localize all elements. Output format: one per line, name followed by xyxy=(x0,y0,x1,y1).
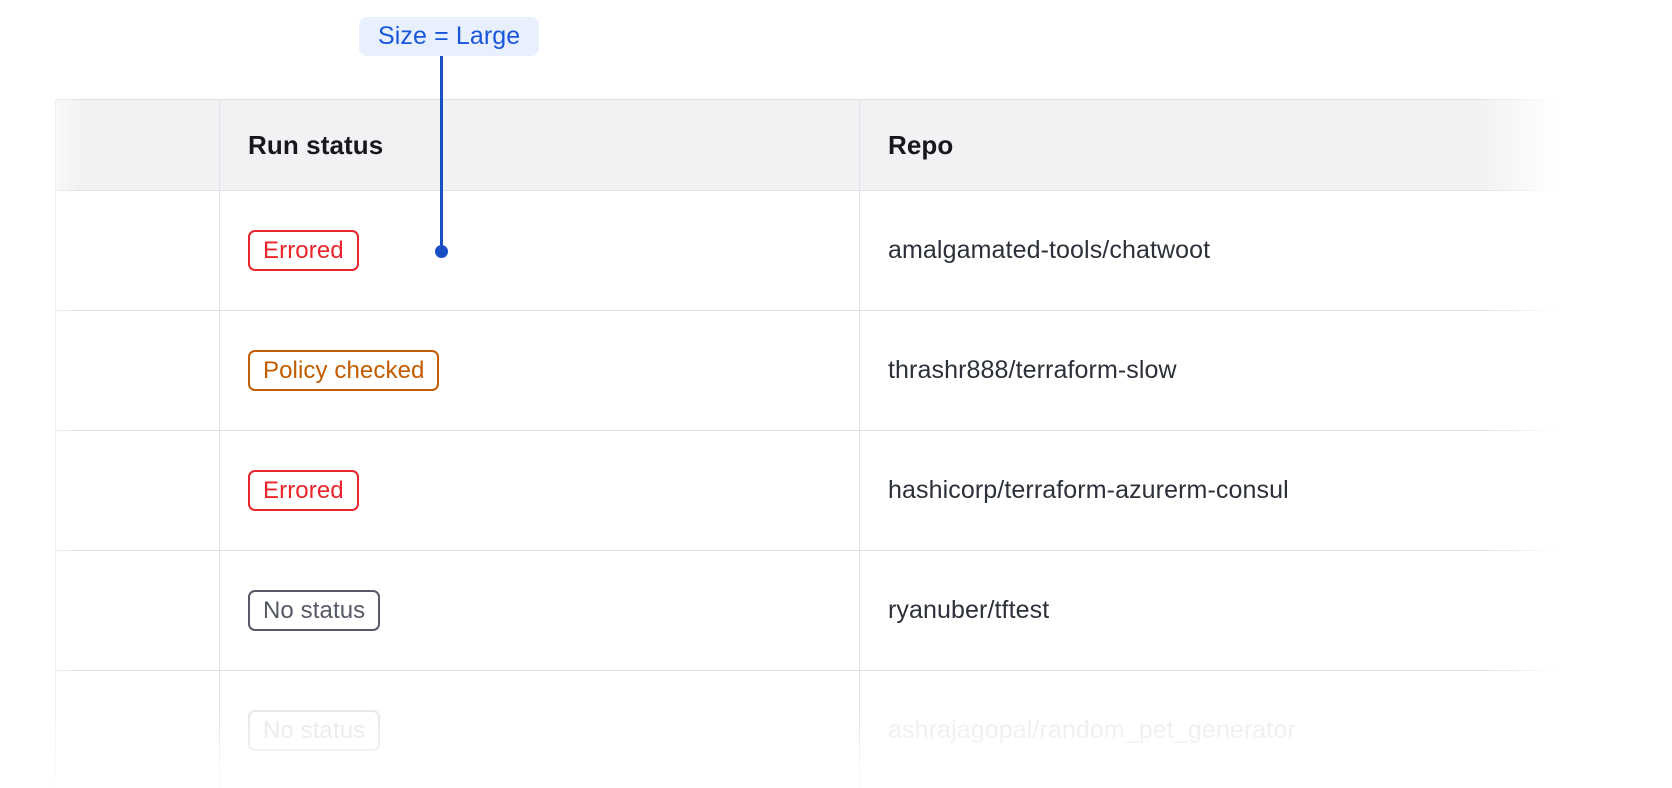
row-cell-run-status: No status xyxy=(219,550,860,671)
table-header-row: Run status Repo xyxy=(55,99,1672,191)
status-badge[interactable]: Errored xyxy=(248,230,359,271)
table-header: Run status Repo xyxy=(55,99,1672,191)
table-row[interactable]: Errored amalgamated-tools/chatwoot xyxy=(55,190,1672,311)
row-cell-repo[interactable]: hashicorp/terraform-azurerm-consul xyxy=(859,430,1598,551)
table-row[interactable]: No status ashrajagopal/random_pet_generat… xyxy=(55,670,1672,788)
row-cell-spacer xyxy=(55,430,220,551)
row-cell-spacer xyxy=(55,670,220,788)
annotation-connector-line xyxy=(440,56,443,252)
row-cell-repo[interactable]: amalgamated-tools/chatwoot xyxy=(859,190,1598,311)
status-badge[interactable]: No status xyxy=(248,590,381,631)
table-row[interactable]: Policy checked thrashr888/terraform-slow xyxy=(55,310,1672,431)
row-cell-run-status: Errored xyxy=(219,190,860,311)
row-cell-repo[interactable]: thrashr888/terraform-slow xyxy=(859,310,1598,431)
size-annotation-pill: Size = Large xyxy=(359,17,540,56)
row-cell-run-status: No status xyxy=(219,670,860,788)
status-badge[interactable]: Policy checked xyxy=(248,350,440,391)
status-badge[interactable]: Errored xyxy=(248,470,359,511)
row-cell-spacer xyxy=(55,310,220,431)
run-status-table-viewport: Run status Repo Errored amalgamated-tools… xyxy=(0,99,1672,788)
row-cell-spacer xyxy=(55,550,220,671)
row-cell-tail xyxy=(1597,190,1672,311)
size-annotation-label: Size = Large xyxy=(378,22,521,50)
run-status-table: Run status Repo Errored amalgamated-tools… xyxy=(55,99,1672,788)
row-cell-spacer xyxy=(55,190,220,311)
column-header-run-status[interactable]: Run status xyxy=(219,99,860,191)
row-cell-tail xyxy=(1597,550,1672,671)
row-cell-repo[interactable]: ashrajagopal/random_pet_generator xyxy=(859,670,1598,788)
row-cell-tail xyxy=(1597,310,1672,431)
row-cell-run-status: Errored xyxy=(219,430,860,551)
table-row[interactable]: No status ryanuber/tftest xyxy=(55,550,1672,671)
annotation-connector-dot xyxy=(435,245,448,258)
column-header-spacer xyxy=(55,99,220,191)
row-cell-tail xyxy=(1597,670,1672,788)
column-header-repo[interactable]: Repo xyxy=(859,99,1598,191)
row-cell-tail xyxy=(1597,430,1672,551)
status-badge[interactable]: No status xyxy=(248,710,381,751)
column-header-tail xyxy=(1597,99,1672,191)
row-cell-run-status: Policy checked xyxy=(219,310,860,431)
row-cell-repo[interactable]: ryanuber/tftest xyxy=(859,550,1598,671)
table-row[interactable]: Errored hashicorp/terraform-azurerm-consu… xyxy=(55,430,1672,551)
